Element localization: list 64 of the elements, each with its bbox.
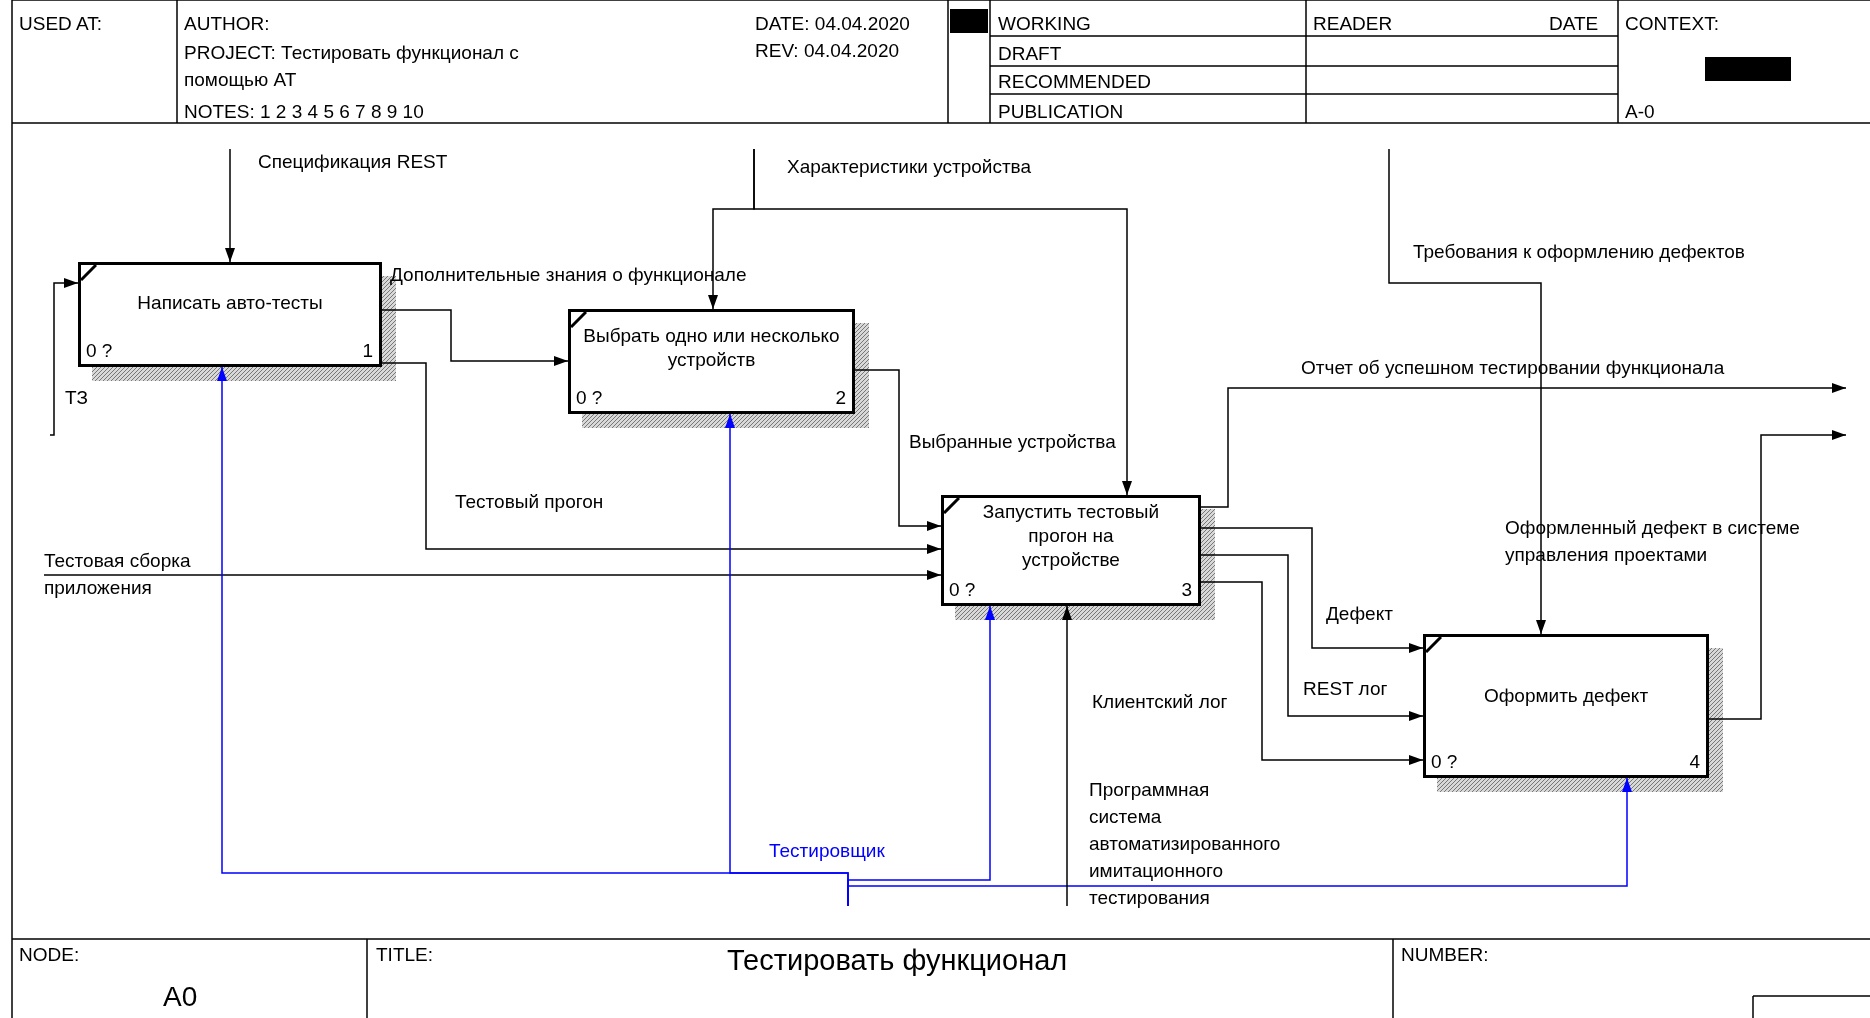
header-label: REV: 04.04.2020 [755,39,899,62]
arrow [1062,605,1072,907]
node-number: 3 [1181,578,1192,601]
arrow [1200,554,1424,721]
activity-name: Выбрать одно или несколько устройств [582,324,841,372]
header-label: DRAFT [998,42,1062,65]
status-marker [950,9,988,33]
header-label: PROJECT: Тестировать функционал с помощью AT [184,41,520,92]
activity-box [1423,634,1709,778]
activity-name: Оформить дефект [1482,684,1650,708]
edge-label: Тестовая сборка приложения [44,549,192,600]
node-id: A0 [163,980,198,1014]
header-label: RECOMMENDED [998,70,1152,93]
activity-name: Написать авто-тесты [136,291,324,315]
activity-name: Запустить тестовый прогон на устройстве [982,500,1160,572]
arrow [847,777,1632,907]
arrow [1708,430,1847,720]
header-label: AUTHOR: [184,12,270,35]
header-label: DATE: 04.04.2020 [755,12,910,35]
node-number: 1 [362,339,373,362]
arrow [1200,527,1424,653]
arrow [753,148,1132,496]
cost-label: 0 ? [1431,750,1458,773]
header-label: PUBLICATION [998,100,1124,123]
edge-label: Клиентский лог [1092,690,1228,713]
activity-box [78,262,382,367]
diagram-title: Тестировать функционал [727,943,1068,978]
context-marker [1705,57,1791,81]
arrow [1200,581,1424,765]
edge-label: Характеристики устройства [787,155,1032,178]
arrow [49,278,79,436]
header-label: WORKING [998,12,1091,35]
cost-label: 0 ? [86,339,113,362]
cost-label: 0 ? [576,386,603,409]
arrow [381,362,942,554]
arrow [1388,148,1546,635]
header-label: NODE: [19,943,80,966]
edge-label: Тестировщик [769,839,885,862]
edge-label: REST лог [1303,677,1388,700]
header-label: USED AT: [19,12,103,35]
edge-label: Требования к оформлению дефектов [1413,240,1745,263]
header-label: NUMBER: [1401,943,1489,966]
arrow [43,570,942,580]
header-label: NOTES: 1 2 3 4 5 6 7 8 9 10 [184,100,424,123]
edge-label: Тестовый прогон [455,490,604,513]
edge-label: ТЗ [65,386,88,409]
cost-label: 0 ? [949,578,976,601]
edge-label: Дефект [1326,602,1393,625]
node-number: 4 [1689,750,1700,773]
header-label: TITLE: [376,943,433,966]
arrow [854,369,942,531]
edge-label: Программная система автоматизированного имитационного тестирования [1089,778,1279,910]
arrow [1200,383,1847,508]
header-label: DATE [1549,12,1599,35]
activity-box [568,309,855,414]
edge-label: Выбранные устройства [909,430,1116,453]
arrow [381,309,569,366]
edge-label: Спецификация REST [258,150,448,173]
header-label: READER [1313,12,1393,35]
header-label: A-0 [1625,100,1655,123]
arrow [225,148,235,263]
header-label: CONTEXT: [1625,12,1719,35]
node-number: 2 [835,386,846,409]
activity-box [941,495,1201,606]
